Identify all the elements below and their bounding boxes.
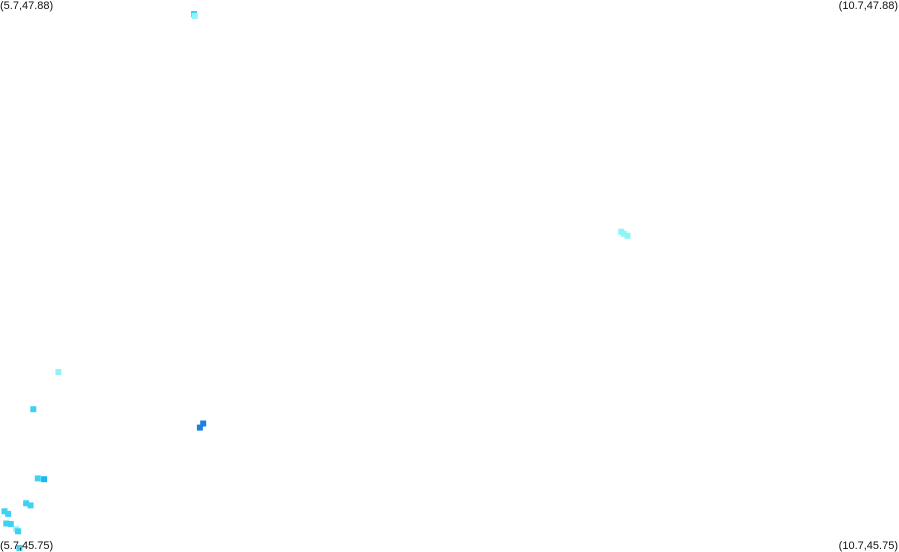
map-point-marker[interactable]	[200, 420, 207, 427]
map-point-marker[interactable]	[23, 500, 30, 507]
corner-label-bottom-right: (10.7,45.75)	[838, 540, 898, 552]
map-point-marker[interactable]	[5, 510, 12, 517]
map-point-marker[interactable]	[3, 520, 10, 527]
map-point-marker[interactable]	[16, 544, 23, 551]
map-point-marker[interactable]	[624, 232, 631, 239]
map-point-marker[interactable]	[27, 502, 34, 509]
map-point-marker[interactable]	[191, 13, 198, 20]
map-point-marker[interactable]	[1, 508, 8, 515]
map-point-marker[interactable]	[15, 528, 21, 535]
map-point-marker[interactable]	[41, 476, 48, 483]
map-point-marker[interactable]	[30, 406, 37, 413]
corner-label-bottom-left: (5.7,45.75)	[0, 540, 54, 552]
map-point-marker[interactable]	[7, 521, 14, 527]
map-point-marker[interactable]	[196, 424, 203, 431]
corner-label-top-right: (10.7,47.88)	[838, 0, 898, 12]
map-point-marker[interactable]	[620, 230, 627, 237]
map-point-marker[interactable]	[34, 475, 41, 482]
map-point-marker[interactable]	[55, 369, 62, 376]
corner-label-top-left: (5.7,47.88)	[0, 0, 54, 12]
